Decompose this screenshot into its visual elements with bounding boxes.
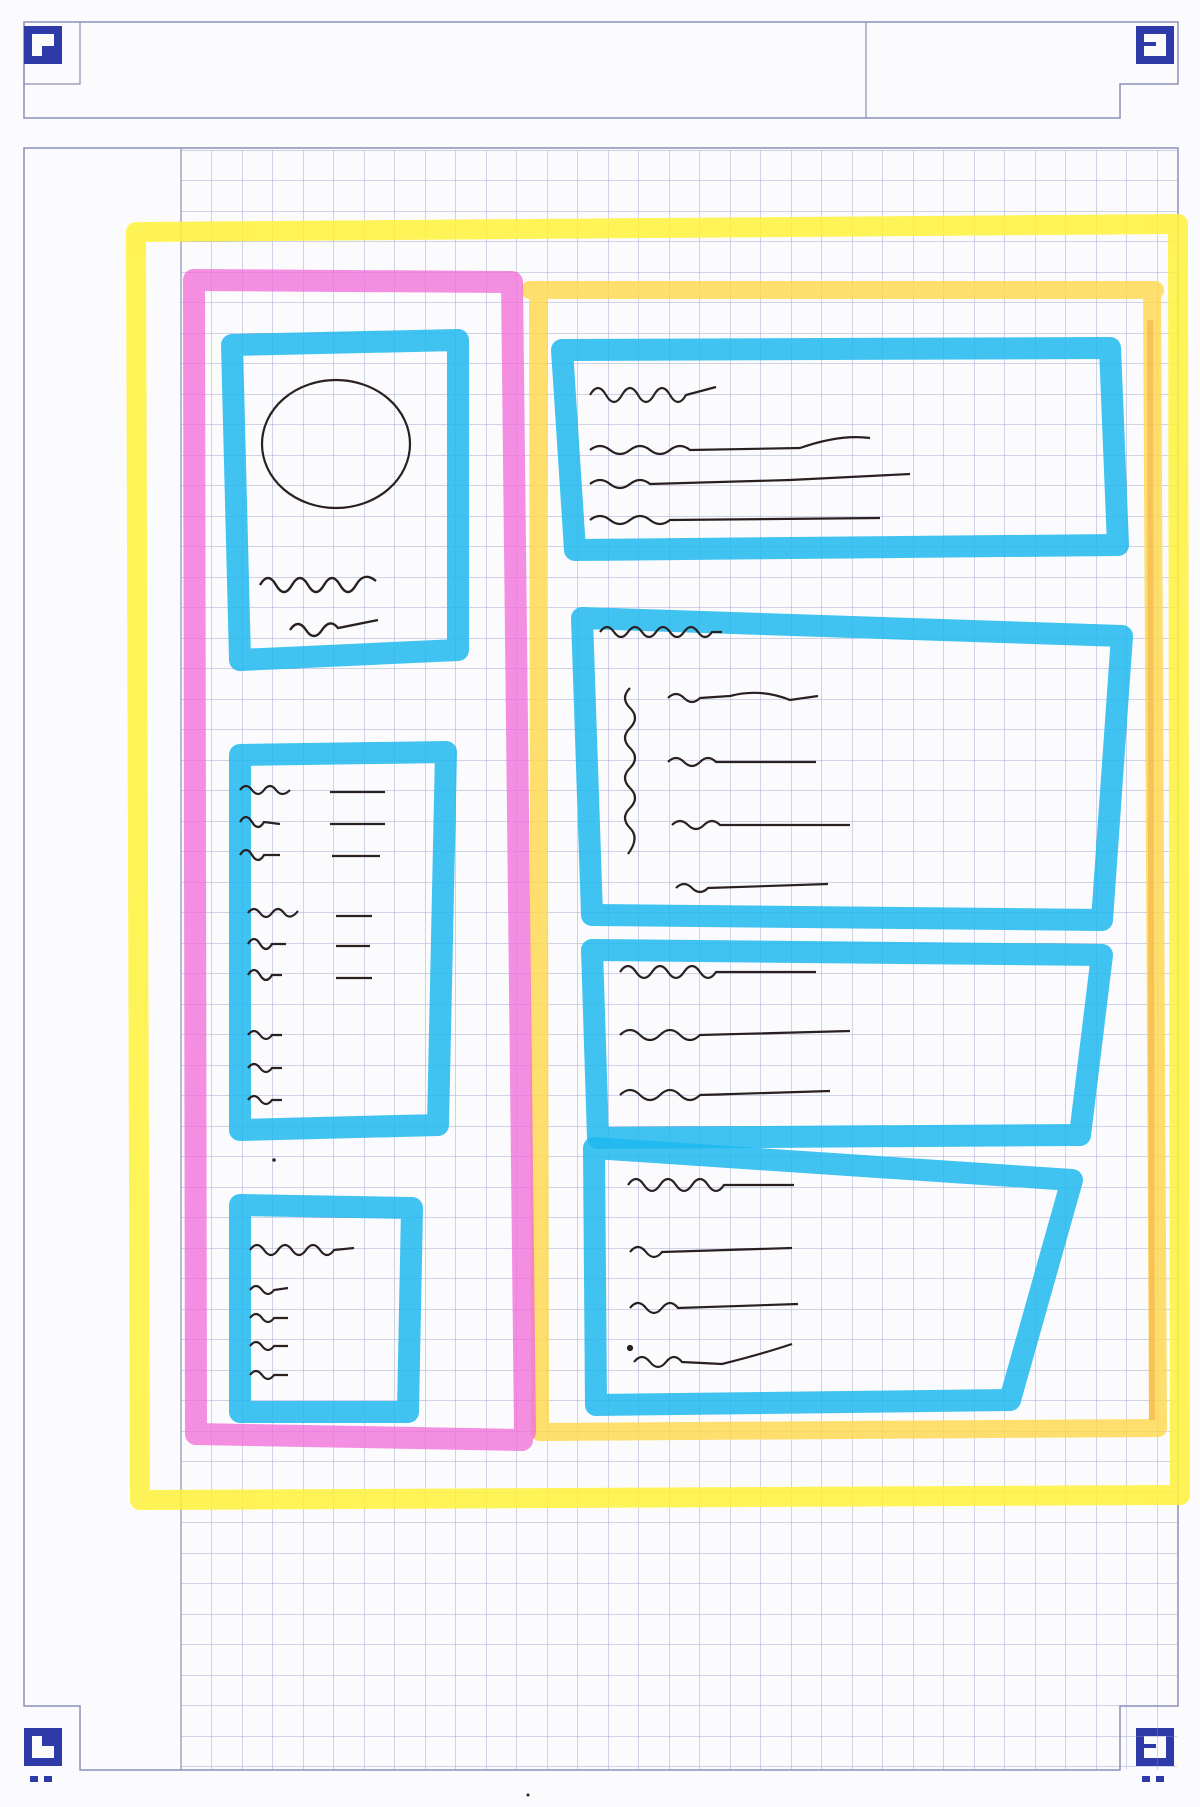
ink-dot xyxy=(272,1158,276,1162)
corner-mark-top-left-icon xyxy=(24,26,62,64)
ink-dot xyxy=(526,1793,530,1797)
sidebar-card-short-list xyxy=(229,1194,423,1423)
main-card-section-b xyxy=(583,1137,1083,1416)
main-column-highlight xyxy=(521,281,1167,1441)
avatar-placeholder-icon xyxy=(260,378,412,510)
profile-name-scribble xyxy=(258,575,377,594)
page-frame-highlight xyxy=(126,214,1190,1510)
main-card-intro xyxy=(551,337,1129,561)
main-card-timeline xyxy=(571,607,1133,931)
sidebar-column-highlight xyxy=(183,269,536,1451)
main-column-edge xyxy=(1147,319,1155,1421)
corner-mark-top-right-icon xyxy=(1136,26,1174,64)
profile-subtitle-scribble xyxy=(289,618,379,638)
header-frame xyxy=(23,21,1179,119)
timeline-rail xyxy=(623,687,637,855)
corner-mark-bottom-left-icon xyxy=(24,1728,62,1782)
sidebar-card-profile xyxy=(221,329,469,671)
main-card-section-a xyxy=(581,939,1113,1149)
sidebar-card-details xyxy=(229,741,457,1141)
